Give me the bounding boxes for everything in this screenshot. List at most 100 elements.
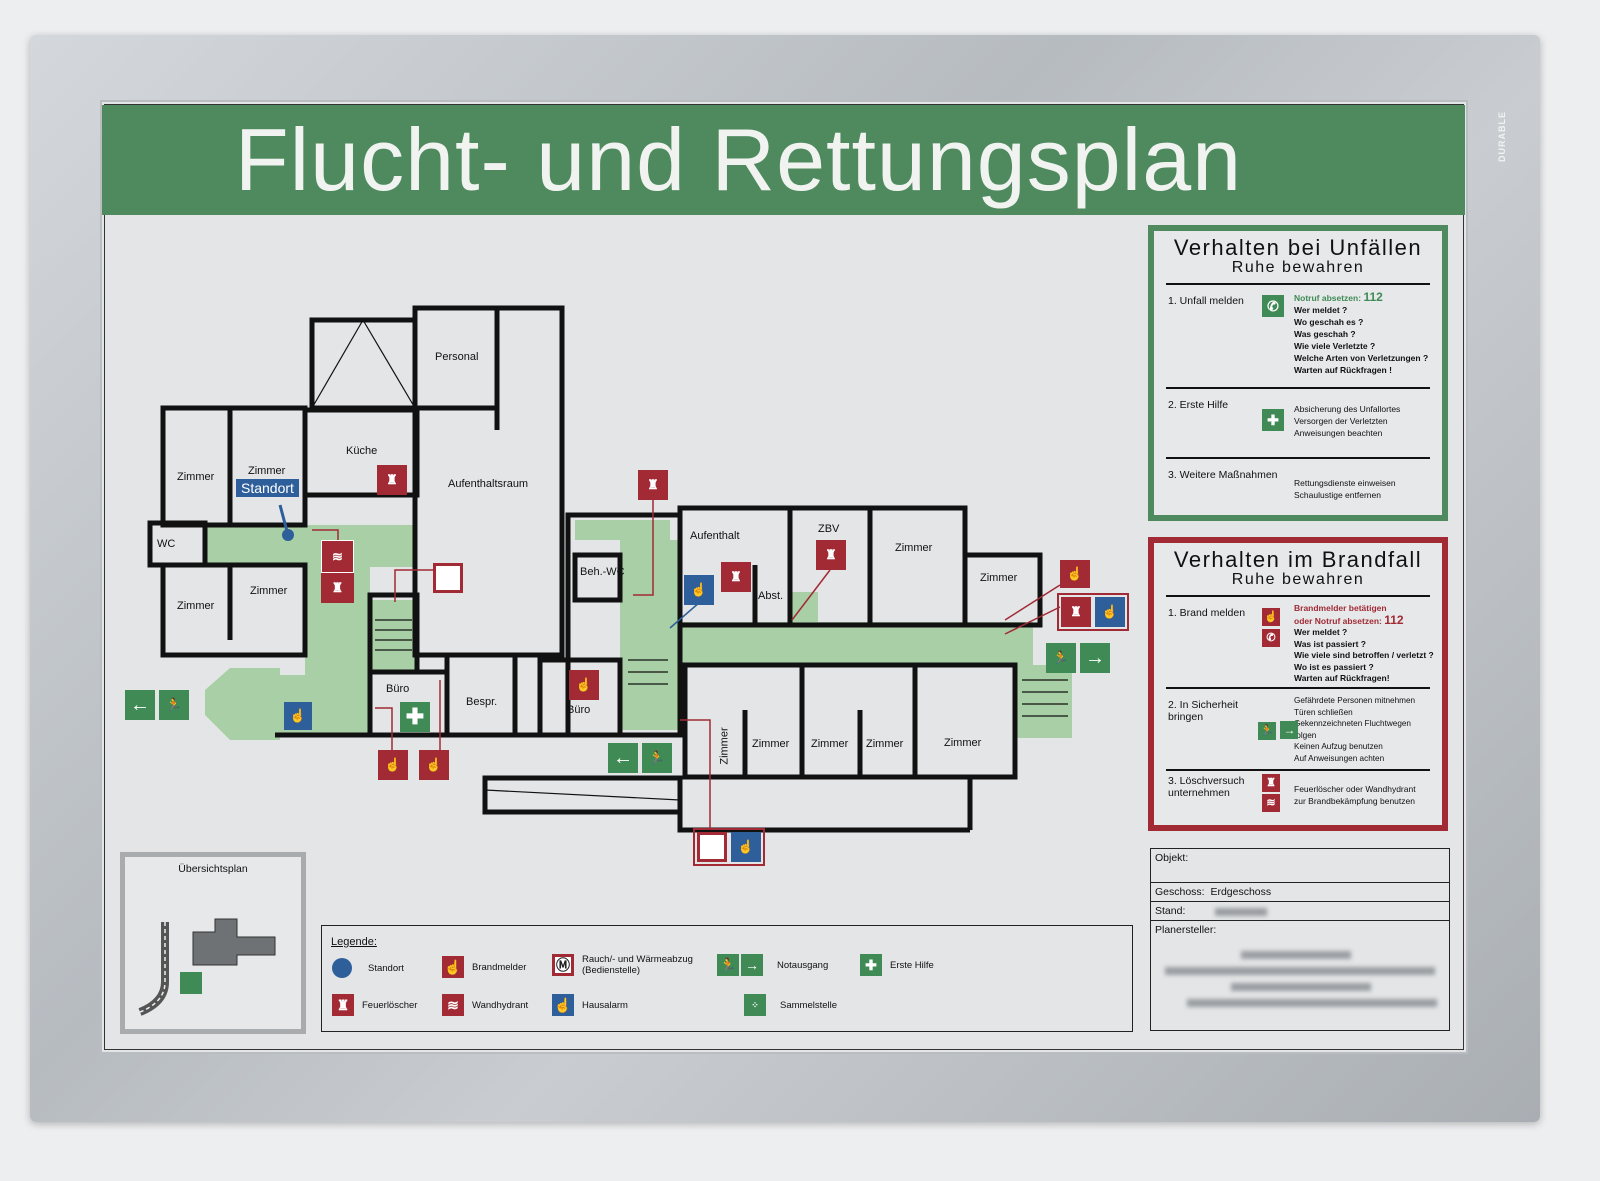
smoke-vent-icon: Ⓜ — [697, 832, 727, 862]
legend-label: (Bedienstelle) — [582, 965, 641, 976]
stand-row: Stand: — [1151, 902, 1449, 921]
fire-extinguisher-icon: ♜ — [638, 470, 668, 500]
room-zimmer: Zimmer — [250, 585, 288, 597]
standort-label: Standort — [236, 479, 299, 497]
house-alarm-icon: ☝ — [731, 832, 761, 862]
instruction-line: Absicherung des Unfallortes — [1294, 404, 1401, 414]
smoke-vent-icon: Ⓜ — [552, 954, 574, 976]
room-zimmer: Zimmer — [895, 542, 933, 554]
emergency-call-text: Notruf absetzen: — [1294, 293, 1362, 303]
house-alarm-icon: ☝ — [552, 994, 574, 1016]
section-label: 1. Brand melden — [1168, 607, 1246, 619]
room-personal: Personal — [435, 351, 479, 363]
fire-alarm-icon: ☝ — [1262, 607, 1280, 626]
section-label: 1. Unfall melden — [1168, 295, 1244, 307]
instruction-line: Anweisungen beachten — [1294, 428, 1383, 438]
emergency-number: 112 — [1363, 290, 1383, 304]
redacted-text — [1231, 983, 1371, 991]
legend-brandmelder: ☝Brandmelder — [442, 956, 526, 978]
section-report-accident: 1. Unfall melden ✆ Notruf absetzen: 112 … — [1166, 283, 1430, 387]
fire-extinguisher-icon: ♜ — [1061, 597, 1091, 627]
fire-alarm-icon: ☝ — [378, 750, 408, 780]
section-label: 3. Löschversuch unternehmen — [1168, 775, 1245, 799]
room-zbv: ZBV — [818, 523, 840, 535]
panel-subtitle: Ruhe bewahren — [1231, 571, 1365, 588]
objekt-row: Objekt: — [1151, 849, 1449, 883]
section-label: 2. Erste Hilfe — [1168, 399, 1229, 411]
wall-hydrant-icon: ≋ — [442, 994, 464, 1016]
arrow-right-icon: → — [1280, 721, 1299, 739]
legend-wandhydrant: ≋ Wandhydrant — [442, 994, 528, 1016]
panel-title: Verhalten im Brandfall — [1173, 547, 1423, 572]
instruction-line: Was geschah ? — [1294, 329, 1356, 339]
legend-feuerloescher: ♜ Feuerlöscher — [332, 994, 417, 1016]
fire-extinguisher-icon: ♜ — [1262, 773, 1280, 792]
legend-label: Sammelstelle — [780, 999, 838, 1011]
redacted-date — [1215, 908, 1267, 916]
room-abst: Abst. — [758, 590, 784, 602]
fire-extinguisher-icon: ♜ — [321, 573, 354, 603]
wall-hydrant-icon: ≋ — [321, 540, 354, 573]
instruction-line: Gefährdete Personen mitnehmen — [1294, 696, 1416, 705]
legend-label: Feuerlöscher — [362, 999, 418, 1011]
instruction-line: Wo geschah es ? — [1294, 317, 1364, 327]
room-zimmer: Zimmer — [866, 738, 904, 750]
fire-extinguisher-icon: ♜ — [816, 540, 846, 570]
legend-erste-hilfe: ✚ Erste Hilfe — [860, 954, 934, 976]
arrow-left-icon: ← — [125, 690, 155, 720]
emergency-call-text: oder Notruf absetzen: — [1294, 615, 1382, 626]
fire-extinguisher-icon: ♜ — [332, 994, 354, 1016]
fire-phone-icon: ✆ — [1262, 628, 1280, 647]
wall-hydrant-icon: ≋ — [1262, 793, 1280, 812]
emergency-exit-icon: 🏃 — [1258, 721, 1276, 740]
overview-map — [138, 918, 276, 1016]
planersteller-row: Planersteller: — [1151, 921, 1449, 1021]
room-zimmer: Zimmer — [718, 727, 731, 765]
legend-standort: Standort — [332, 958, 404, 978]
fire-alarm-icon: ☝ — [1060, 560, 1090, 588]
geschoss-row: Geschoss: Erdgeschoss — [1151, 883, 1449, 902]
room-zimmer: Zimmer — [177, 471, 215, 483]
title-banner: Flucht- und Rettungsplan — [102, 105, 1465, 215]
house-alarm-icon: ☝ — [284, 702, 312, 730]
legend-title: Legende: — [331, 936, 377, 948]
sign-border — [104, 104, 1464, 1050]
instruction-line: Warten auf Rückfragen! — [1294, 673, 1390, 683]
room-zimmer: Zimmer — [980, 572, 1018, 584]
section-extinguish: 3. Löschversuch unternehmen ♜≋ Feuerlösc… — [1166, 769, 1430, 812]
room-wc: WC — [157, 538, 176, 550]
geschoss-label: Geschoss: — [1155, 886, 1205, 898]
objekt-label: Objekt: — [1155, 852, 1189, 864]
accident-instructions-panel: Verhalten bei Unfällen Ruhe bewahren 1. … — [1148, 225, 1448, 521]
legend-label: Erste Hilfe — [890, 959, 934, 971]
legend-label: Hausalarm — [582, 999, 628, 1011]
instruction-line: Wer meldet ? — [1294, 627, 1348, 637]
instruction-line: Wo ist es passiert ? — [1294, 661, 1374, 672]
section-first-aid: 2. Erste Hilfe ✚ Absicherung des Unfallo… — [1166, 387, 1430, 457]
legend-label: Wandhydrant — [472, 999, 529, 1011]
location-dot-icon — [332, 958, 352, 978]
arrow-right-icon: → — [1080, 643, 1110, 673]
fire-alarm-icon: ☝ — [569, 670, 599, 700]
room-kueche: Küche — [346, 445, 378, 457]
symbol-group: ♜ ☝ — [1057, 593, 1129, 631]
legend-label: Standort — [368, 962, 404, 974]
instruction-line: Wer meldet ? — [1294, 305, 1348, 315]
emergency-exit-icon: 🏃 — [717, 954, 739, 976]
room-zimmer: Zimmer — [811, 738, 849, 750]
legend-sammelstelle: ⁘Sammelstelle — [744, 994, 837, 1016]
legend-label: Notausgang — [777, 959, 829, 971]
section-report-fire: 1. Brand melden ☝ ✆ Brandmelder betätigen… — [1166, 595, 1434, 687]
page-title: Flucht- und Rettungsplan — [234, 110, 1243, 209]
instruction-line: Warten auf Rückfragen ! — [1294, 365, 1392, 375]
plan-info-box: Objekt: Geschoss: Erdgeschoss Stand: Pla… — [1150, 848, 1450, 1031]
instruction-line: Feuerlöscher oder Wandhydrant — [1294, 784, 1416, 794]
panel-title: Verhalten bei Unfällen — [1173, 235, 1423, 260]
symbol-group: Ⓜ ☝ — [693, 828, 765, 866]
instruction-line: Rettungsdienste einweisen — [1294, 478, 1396, 488]
fire-alarm-text: Brandmelder betätigen — [1294, 603, 1387, 613]
arrow-right-icon: → — [741, 954, 763, 976]
first-aid-icon: ✚ — [860, 954, 882, 976]
